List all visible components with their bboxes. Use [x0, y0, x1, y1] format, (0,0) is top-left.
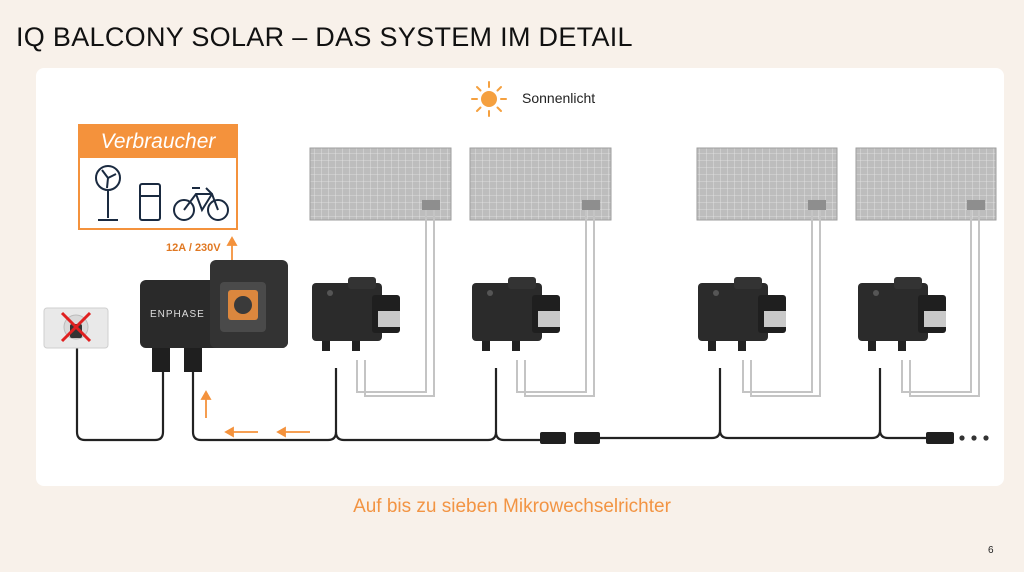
- enphase-gateway: ENPHASE: [140, 260, 288, 372]
- fan-icon: [95, 165, 121, 221]
- diagram-caption: Auf bis zu sieben Mikrowechselrichter: [353, 496, 671, 517]
- microinverter-1: [312, 277, 400, 351]
- flow-arrows: [200, 236, 310, 438]
- ebike-icon: [173, 187, 229, 221]
- sun-icon: [471, 81, 507, 117]
- consumers-box: Verbraucher: [78, 124, 238, 230]
- microinverter-3: [698, 277, 786, 351]
- solar-panel-2: [469, 147, 612, 221]
- dc-cables: [356, 210, 980, 397]
- fridge-icon: [139, 183, 161, 221]
- microinverter-4: [858, 277, 946, 351]
- continuation-dots: [959, 435, 989, 441]
- sun-label: Sonnenlicht: [522, 90, 596, 106]
- consumers-heading: Verbraucher: [80, 126, 236, 158]
- wall-socket-crossed-icon: [43, 307, 109, 349]
- current-rating-label: 12A / 230V: [166, 242, 221, 254]
- trunk-connectors: [540, 432, 954, 444]
- page-number: 6: [988, 545, 994, 556]
- slide-title: IQ BALCONY SOLAR – DAS SYSTEM IM DETAIL: [16, 22, 633, 52]
- solar-panel-3: [696, 147, 838, 221]
- ac-trunk-cable: [75, 338, 926, 442]
- microinverter-2: [472, 277, 560, 351]
- solar-panel-1: [309, 147, 452, 221]
- solar-panel-4: [855, 147, 997, 221]
- gateway-brand-label: ENPHASE: [150, 309, 205, 320]
